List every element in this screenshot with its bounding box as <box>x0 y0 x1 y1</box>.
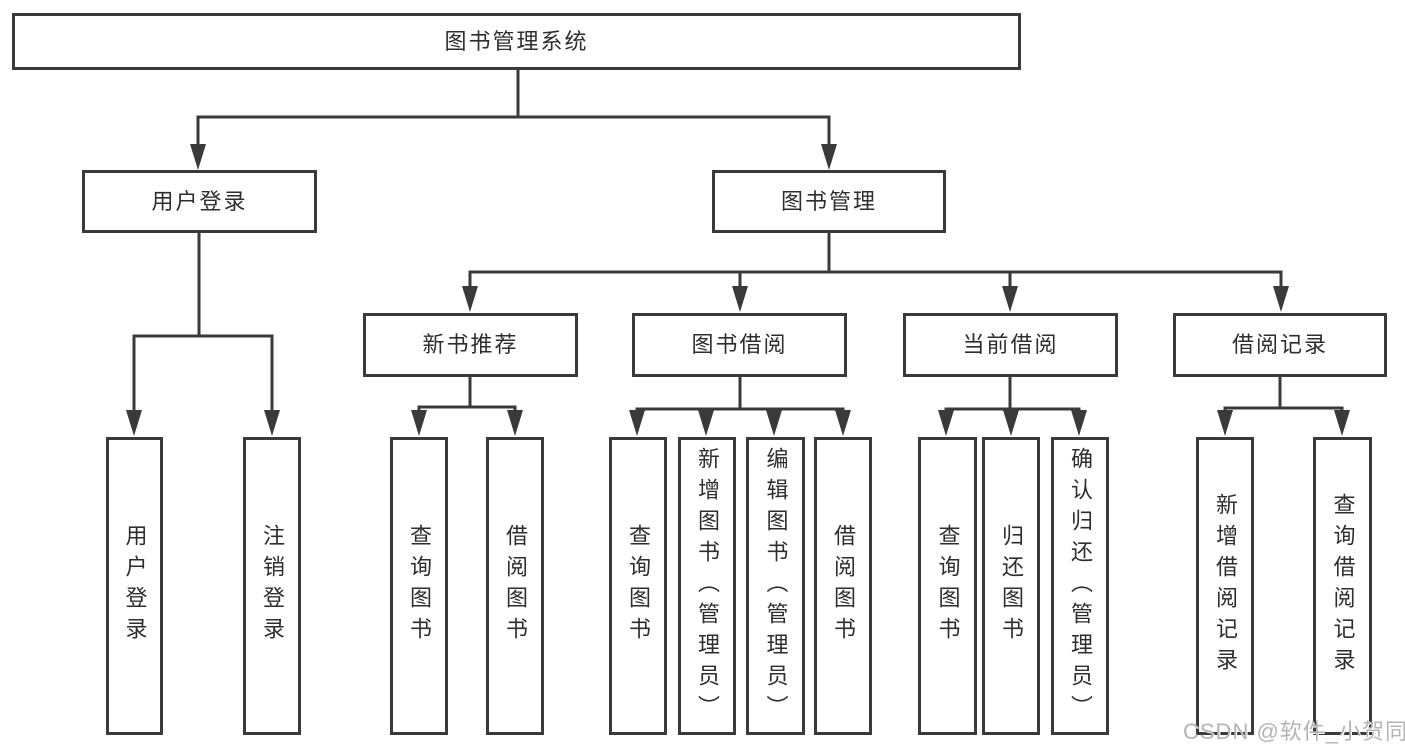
leaf-confirm-return-admin: 确认归还（管理员） <box>1051 437 1109 735</box>
node-current-borrow: 当前借阅 <box>903 313 1118 377</box>
csdn-watermark: CSDN @软件_小贺同学 <box>1183 719 1405 744</box>
leaf-add-books-admin: 新增图书（管理员） <box>678 437 736 735</box>
leaf-query-books-recommend: 查询图书 <box>390 437 448 735</box>
node-book-management: 图书管理 <box>712 170 946 233</box>
leaf-query-books-current: 查询图书 <box>918 437 977 735</box>
node-library-management-system: 图书管理系统 <box>12 13 1021 70</box>
leaf-borrow-books: 借阅图书 <box>814 437 872 735</box>
leaf-borrow-books-recommend: 借阅图书 <box>486 437 544 735</box>
node-borrow-records: 借阅记录 <box>1173 313 1387 377</box>
leaf-query-books-borrow: 查询图书 <box>609 437 667 735</box>
leaf-return-books: 归还图书 <box>982 437 1040 735</box>
leaf-user-login: 用户登录 <box>106 437 163 735</box>
node-book-borrow: 图书借阅 <box>632 313 847 377</box>
leaf-edit-books-admin: 编辑图书（管理员） <box>746 437 805 735</box>
leaf-add-borrow-record: 新增借阅记录 <box>1196 437 1254 735</box>
leaf-query-borrow-record: 查询借阅记录 <box>1313 437 1372 735</box>
node-new-book-recommend: 新书推荐 <box>363 313 578 377</box>
leaf-logout-login: 注销登录 <box>243 437 301 735</box>
node-user-login: 用户登录 <box>82 170 317 233</box>
